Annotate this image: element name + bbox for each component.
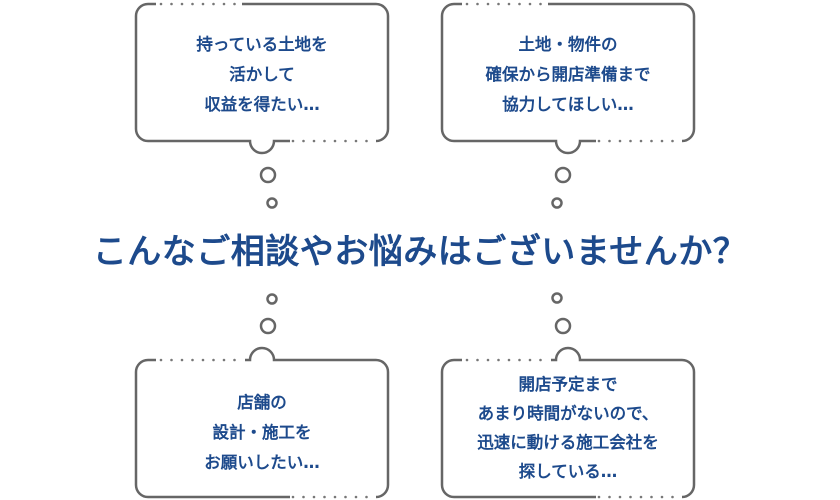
bubble-outline-bottom-left bbox=[134, 346, 390, 499]
bubble-line: 確保から開店準備まで bbox=[485, 65, 651, 84]
thought-dot-small bbox=[551, 292, 563, 304]
bubble-line: 開店予定まで bbox=[518, 375, 618, 394]
bubble-line: 収益を得たい… bbox=[204, 95, 320, 114]
bubble-outline-bottom-right bbox=[440, 346, 696, 499]
bubble-line: あまり時間がないので、 bbox=[477, 404, 659, 423]
bubble-line: 持っている土地を bbox=[196, 35, 328, 54]
bubble-line: 協力してほしい… bbox=[502, 95, 634, 114]
bubble-text-bottom-left: 店舗の 設計・施工を お願いしたい… bbox=[136, 388, 388, 478]
bubble-outline-top-right bbox=[440, 2, 696, 155]
bubble-line: 探している… bbox=[518, 462, 618, 481]
bubble-text-top-left: 持っている土地を 活かして 収益を得たい… bbox=[136, 30, 388, 120]
bubble-line: 設計・施工を bbox=[212, 423, 312, 442]
bubble-text-top-right: 土地・物件の 確保から開店準備まで 協力してほしい… bbox=[442, 30, 694, 120]
thought-dot-large bbox=[259, 317, 277, 335]
thought-dot-small bbox=[551, 197, 563, 209]
bubble-outline-top-left bbox=[134, 2, 390, 155]
bubble-text-bottom-right: 開店予定まで あまり時間がないので、 迅速に動ける施工会社を 探している… bbox=[442, 370, 694, 486]
thought-dot-large bbox=[554, 317, 572, 335]
thought-dot-small bbox=[266, 293, 278, 305]
thought-dot-small bbox=[266, 197, 278, 209]
thought-dot-large bbox=[554, 166, 572, 184]
bubble-line: 活かして bbox=[229, 65, 295, 84]
thought-dot-large bbox=[259, 166, 277, 184]
headline: こんなご相談やお悩みはございませんか？ bbox=[92, 232, 748, 272]
bubble-line: 店舗の bbox=[237, 393, 287, 412]
bubble-line: 迅速に動ける施工会社を bbox=[477, 433, 659, 452]
bubble-line: お願いしたい… bbox=[204, 453, 320, 472]
bubble-line: 土地・物件の bbox=[518, 35, 618, 54]
